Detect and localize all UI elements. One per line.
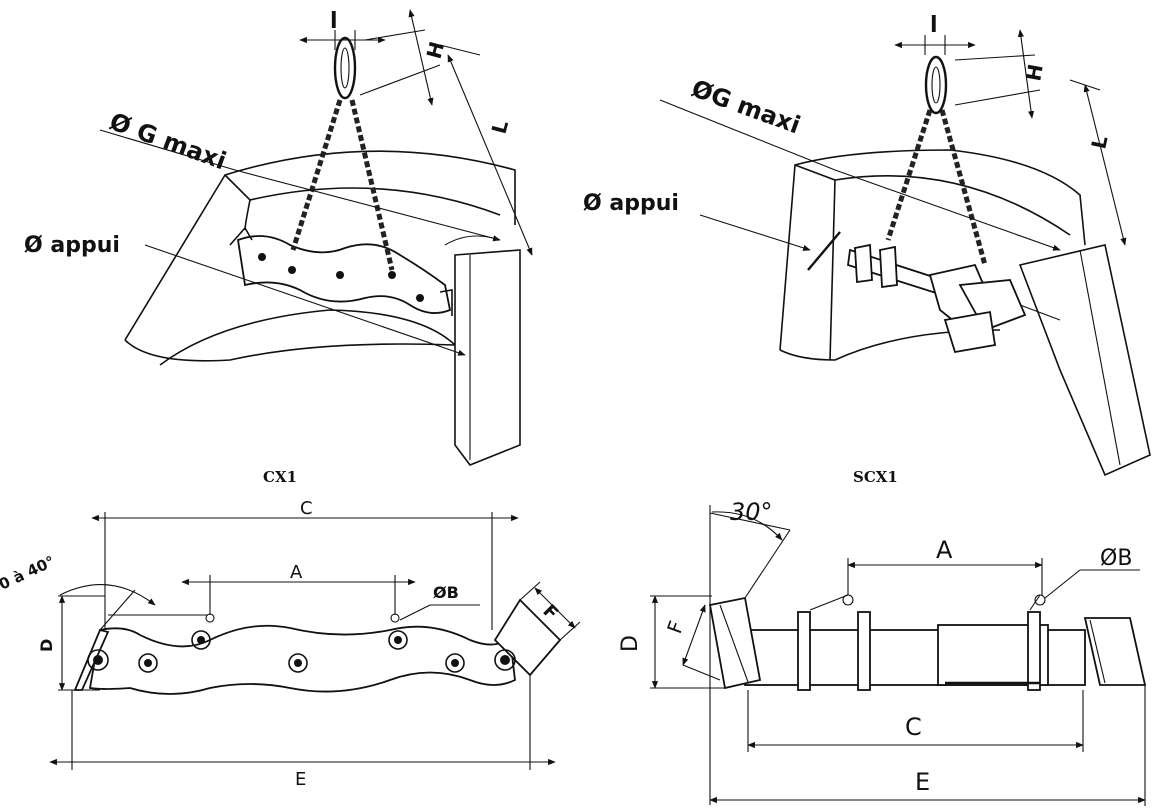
cx1-lifting-beam (229, 226, 453, 316)
scx1-elev-label-angle: 30° (730, 498, 773, 526)
cx1-elev-label-angle: 0 à 40° (0, 552, 58, 593)
cx1-chain-sling (290, 36, 395, 271)
cx1-elev-label-d: D (37, 639, 56, 652)
cx1-label-g-maxi: Ø G maxi (106, 107, 230, 175)
cx1-elevation-dimensions (49, 512, 581, 770)
cx1-elev-label-a: A (290, 562, 303, 583)
scx1-label-h: H (1021, 62, 1048, 83)
cx1-label-h: H (422, 39, 450, 61)
scx1-elev-label-c: C (905, 713, 922, 741)
scx1-elev-label-e: E (915, 768, 930, 796)
cx1-elevation-view: C A ØB F D E 0 à 40° (0, 498, 581, 790)
cx1-dimensions (99, 9, 533, 356)
scx1-label-l: l (930, 13, 938, 38)
cx1-elev-label-e: E (295, 769, 306, 790)
scx1-elevation-view: 30° A ØB D F C E (618, 498, 1147, 806)
scx1-elev-label-d: D (618, 635, 643, 652)
cx1-label-l: l (330, 9, 338, 34)
scx1-caption: SCX1 (853, 468, 898, 486)
scx1-label-g-maxi: ØG maxi (688, 74, 804, 139)
cx1-elev-label-b: ØB (433, 583, 459, 602)
scx1-elev-label-a: A (936, 536, 953, 564)
scx1-elev-label-f: F (662, 618, 688, 637)
scx1-elevation-dimensions (650, 505, 1146, 806)
cx1-elev-label-c: C (300, 498, 313, 519)
scx1-lifting-beam (807, 231, 1027, 354)
cx1-label-appui: Ø appui (24, 233, 120, 258)
scx1-elev-label-b: ØB (1100, 546, 1132, 571)
cx1-manhole-ring (124, 150, 521, 466)
cx1-perspective-view: l H L Ø G maxi Ø appui CX1 (24, 9, 533, 486)
scx1-dimensions (659, 29, 1127, 321)
scx1-perspective-view: l H L ØG maxi Ø appui SCX1 (583, 13, 1151, 486)
cx1-caption: CX1 (263, 468, 297, 486)
cx1-elev-label-f: F (538, 601, 562, 625)
cx1-label-l-length: L (487, 118, 514, 137)
scx1-chain-sling (885, 55, 988, 266)
scx1-label-appui: Ø appui (583, 191, 679, 216)
scx1-label-l-length: L (1086, 133, 1112, 151)
